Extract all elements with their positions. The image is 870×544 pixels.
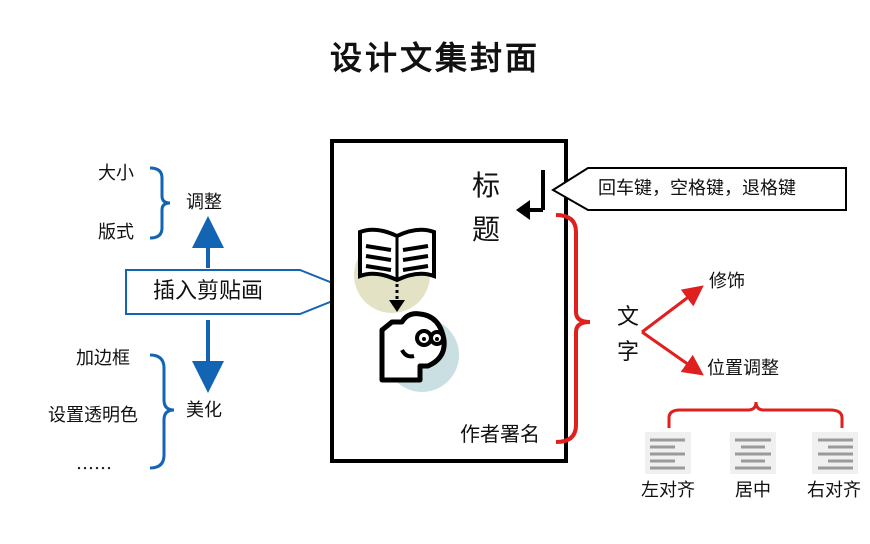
cover-title-char-1: 标 (472, 169, 501, 202)
beautify-brace (149, 353, 175, 470)
enter-key-arrow-icon (516, 170, 545, 220)
arrow-to-position (641, 330, 704, 376)
align-center-label: 居中 (735, 480, 771, 501)
adjust-label: 调整 (186, 192, 222, 213)
beautify-item-more: …… (76, 453, 112, 474)
align-left-icon (645, 432, 691, 474)
beautify-item-border: 加边框 (76, 348, 130, 369)
align-left-label: 左对齐 (641, 480, 695, 501)
arrow-to-decorate (641, 285, 704, 334)
cover-author: 作者署名 (460, 422, 540, 446)
keys-callout-box (551, 167, 847, 211)
text-bracket (555, 213, 591, 444)
book-clipart-icon (354, 227, 436, 313)
adjust-item-layout: 版式 (98, 222, 134, 243)
insert-clipart-callout (125, 269, 358, 315)
keys-callout-label: 回车键，空格键，退格键 (598, 178, 796, 199)
adjust-item-size: 大小 (98, 163, 134, 184)
adjust-brace (149, 166, 171, 240)
branch-position: 位置调整 (707, 358, 779, 379)
beautify-label: 美化 (186, 400, 222, 421)
branch-decorate: 修饰 (709, 271, 745, 292)
text-char-2: 字 (617, 340, 640, 365)
face-clipart-icon (379, 311, 459, 392)
diagram-title: 设计文集封面 (329, 39, 540, 77)
align-center-icon (730, 432, 776, 474)
align-right-label: 右对齐 (807, 480, 861, 501)
text-char-1: 文 (617, 305, 640, 330)
cover-title-char-2: 题 (472, 213, 501, 246)
insert-clipart-label: 插入剪贴画 (153, 279, 264, 304)
align-right-icon (812, 432, 858, 474)
alignment-bracket (667, 401, 844, 428)
beautify-item-transparent: 设置透明色 (48, 405, 138, 426)
